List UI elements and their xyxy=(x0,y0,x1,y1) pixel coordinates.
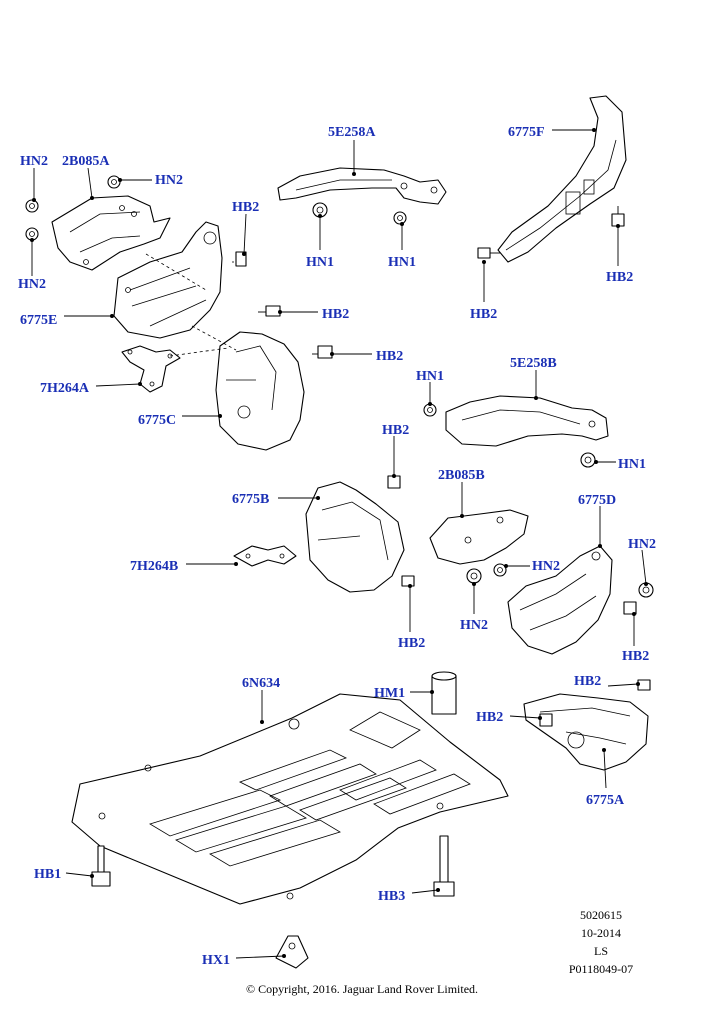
callout-hb3[interactable]: HB3 xyxy=(378,889,405,904)
nut-hn2-a xyxy=(25,199,39,213)
callout-6n634[interactable]: 6N634 xyxy=(242,676,280,691)
nut-hn2-f xyxy=(638,582,654,598)
callout-hx1[interactable]: HX1 xyxy=(202,953,230,968)
bolt-hb2-h xyxy=(623,601,637,615)
callout-hb2-i[interactable]: HB2 xyxy=(574,674,601,689)
callout-hm1[interactable]: HM1 xyxy=(374,686,405,701)
reference-date: 10-2014 xyxy=(581,926,621,940)
bolt-hb1 xyxy=(91,845,111,887)
bolt-hb2-b xyxy=(258,305,281,317)
bracket-5e258a-group xyxy=(277,167,447,225)
callout-hb2-h[interactable]: HB2 xyxy=(622,649,649,664)
callout-2b085a[interactable]: 2B085A xyxy=(62,154,110,169)
reference-code: LS xyxy=(593,944,608,958)
callout-5e258b[interactable]: 5E258B xyxy=(510,356,557,371)
callout-6775c[interactable]: 6775C xyxy=(138,413,176,428)
callout-6775b[interactable]: 6775B xyxy=(232,492,269,507)
reference-number: 5020615 xyxy=(580,908,622,922)
underbody-shield-6n634-group xyxy=(71,671,509,969)
callout-hb2-f[interactable]: HB2 xyxy=(382,423,409,438)
heat-shield-6775f-group xyxy=(477,95,627,263)
middle-cluster xyxy=(233,475,654,655)
callout-hn2-f[interactable]: HN2 xyxy=(460,618,488,633)
callout-hb2-j[interactable]: HB2 xyxy=(476,710,503,725)
callout-2b085b[interactable]: 2B085B xyxy=(438,468,485,483)
callout-hb2-a[interactable]: HB2 xyxy=(232,200,259,215)
underbody-shield-6n634 xyxy=(71,693,509,905)
nut-hn2-e xyxy=(493,563,507,577)
bolt-hb2-i xyxy=(637,679,651,691)
illustration-reference-block: 5020615 10-2014 LS P0118049-07 xyxy=(556,906,646,978)
callout-hn1-b[interactable]: HN1 xyxy=(388,255,416,270)
nut-hn2-b xyxy=(107,175,121,189)
heat-shield-6775e-group xyxy=(25,175,333,451)
clip-hx1 xyxy=(275,935,309,969)
heat-shield-6775e xyxy=(113,221,223,339)
nut-hn1-d xyxy=(580,452,596,468)
bolt-hb2-d xyxy=(477,247,500,259)
bolt-hb2-g xyxy=(401,575,415,587)
callout-6775e[interactable]: 6775E xyxy=(20,313,57,328)
nut-hn2-d xyxy=(466,568,482,584)
callout-hb1[interactable]: HB1 xyxy=(34,867,61,882)
callout-hn2-a[interactable]: HN2 xyxy=(20,154,48,169)
callout-hn2-e[interactable]: HN2 xyxy=(532,559,560,574)
shield-stiffener-ribs xyxy=(149,711,471,867)
callout-hn2-b[interactable]: HN2 xyxy=(155,173,183,188)
callout-labels: HN2 2B085A HN2 HN2 6775E 7H264A 6775C HB… xyxy=(18,125,656,968)
heat-shield-6775f xyxy=(497,95,627,263)
mount-hm1 xyxy=(431,671,457,715)
callout-hb2-b[interactable]: HB2 xyxy=(322,307,349,322)
callout-6775a[interactable]: 6775A xyxy=(586,793,625,808)
leader-dots xyxy=(30,128,648,958)
callout-hn2-c[interactable]: HN2 xyxy=(18,277,46,292)
heat-shield-6775a-group xyxy=(523,679,651,771)
bolt-hb2-c xyxy=(312,345,333,359)
heat-shield-6775c xyxy=(215,331,305,451)
bracket-7h264a xyxy=(121,345,181,393)
bolt-hb2-e xyxy=(611,206,625,227)
callout-hb2-d[interactable]: HB2 xyxy=(470,307,497,322)
callout-7h264b[interactable]: 7H264B xyxy=(130,559,178,574)
nut-hn1-a xyxy=(312,202,328,218)
callout-5e258a[interactable]: 5E258A xyxy=(328,125,376,140)
callout-hb2-c[interactable]: HB2 xyxy=(376,349,403,364)
bolt-hb3 xyxy=(433,835,455,897)
bracket-2b085a xyxy=(51,195,171,271)
leader-lines xyxy=(31,129,647,959)
bracket-5e258b-group xyxy=(423,395,609,468)
callout-6775f[interactable]: 6775F xyxy=(508,125,545,140)
callout-hb2-g[interactable]: HB2 xyxy=(398,636,425,651)
illustration-number: P0118049-07 xyxy=(568,962,634,976)
callout-hn1-a[interactable]: HN1 xyxy=(306,255,334,270)
bracket-5e258a xyxy=(277,167,447,205)
bolt-hb2-j xyxy=(539,713,553,727)
callout-hn2-d[interactable]: HN2 xyxy=(628,537,656,552)
callout-hn1-c[interactable]: HN1 xyxy=(416,369,444,384)
bracket-2b085b xyxy=(429,509,529,565)
callout-hb2-e[interactable]: HB2 xyxy=(606,270,633,285)
callout-7h264a[interactable]: 7H264A xyxy=(40,381,90,396)
callout-6775d[interactable]: 6775D xyxy=(578,493,616,508)
bracket-5e258b xyxy=(445,395,609,447)
heat-shield-6775d xyxy=(507,545,613,655)
heat-shield-6775a xyxy=(523,693,649,771)
copyright-notice: © Copyright, 2016. Jaguar Land Rover Lim… xyxy=(245,982,479,996)
nut-hn2-c xyxy=(25,227,39,241)
nut-hn1-b xyxy=(393,211,407,225)
heat-shield-6775b xyxy=(305,481,405,593)
bolt-hb2-a xyxy=(232,251,247,267)
bracket-7h264b xyxy=(233,545,297,567)
callout-hn1-d[interactable]: HN1 xyxy=(618,457,646,472)
